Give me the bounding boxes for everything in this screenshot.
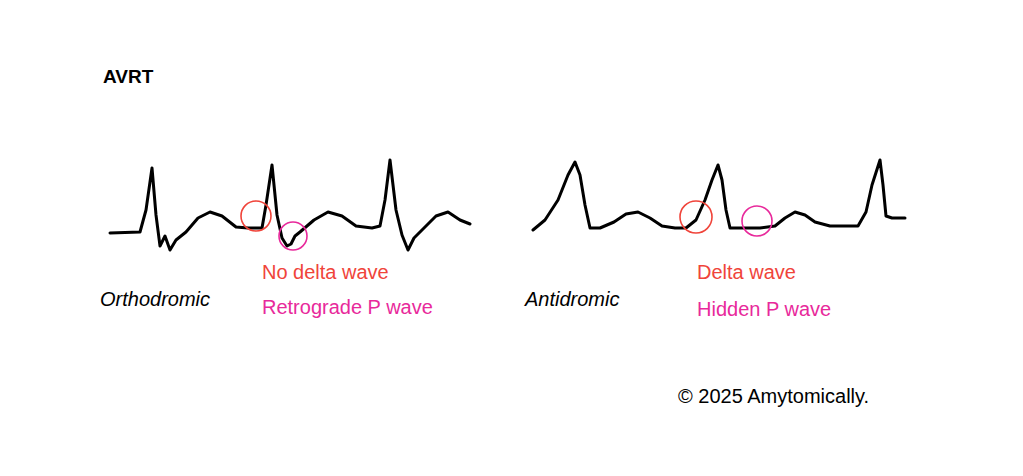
trace-name: Orthodromic <box>100 288 210 311</box>
marker-circle <box>742 206 772 236</box>
copyright-note: © 2025 Amytomically. <box>678 385 869 408</box>
annotation-label: Retrograde P wave <box>262 296 433 319</box>
annotation-label: Hidden P wave <box>697 298 831 321</box>
diagram-title: AVRT <box>103 66 153 88</box>
orthodromic-trace <box>110 160 470 250</box>
antidromic-trace <box>533 160 905 230</box>
marker-circle <box>241 201 271 231</box>
annotation-label: Delta wave <box>697 261 796 284</box>
trace-name: Antidromic <box>525 288 619 311</box>
annotation-label: No delta wave <box>262 261 389 284</box>
marker-circle <box>680 201 712 233</box>
marker-circle <box>279 222 307 250</box>
